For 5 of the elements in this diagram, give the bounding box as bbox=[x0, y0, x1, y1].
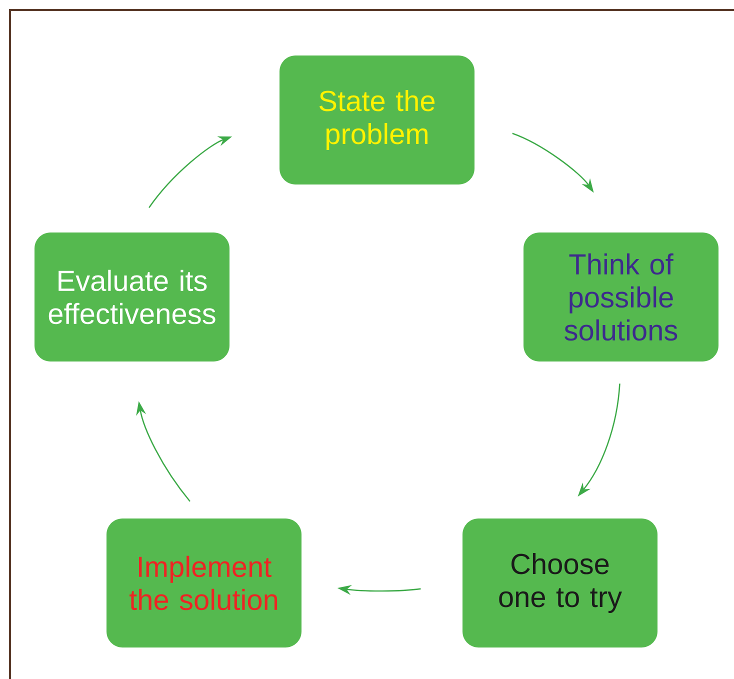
process-box: Implement the solution bbox=[106, 518, 302, 648]
process-box: State the problem bbox=[280, 56, 474, 184]
process-box: Think of possible solutions bbox=[524, 232, 718, 362]
process-box: Evaluate its effectiveness bbox=[34, 232, 230, 362]
process-box: Choose one to try bbox=[462, 518, 658, 648]
